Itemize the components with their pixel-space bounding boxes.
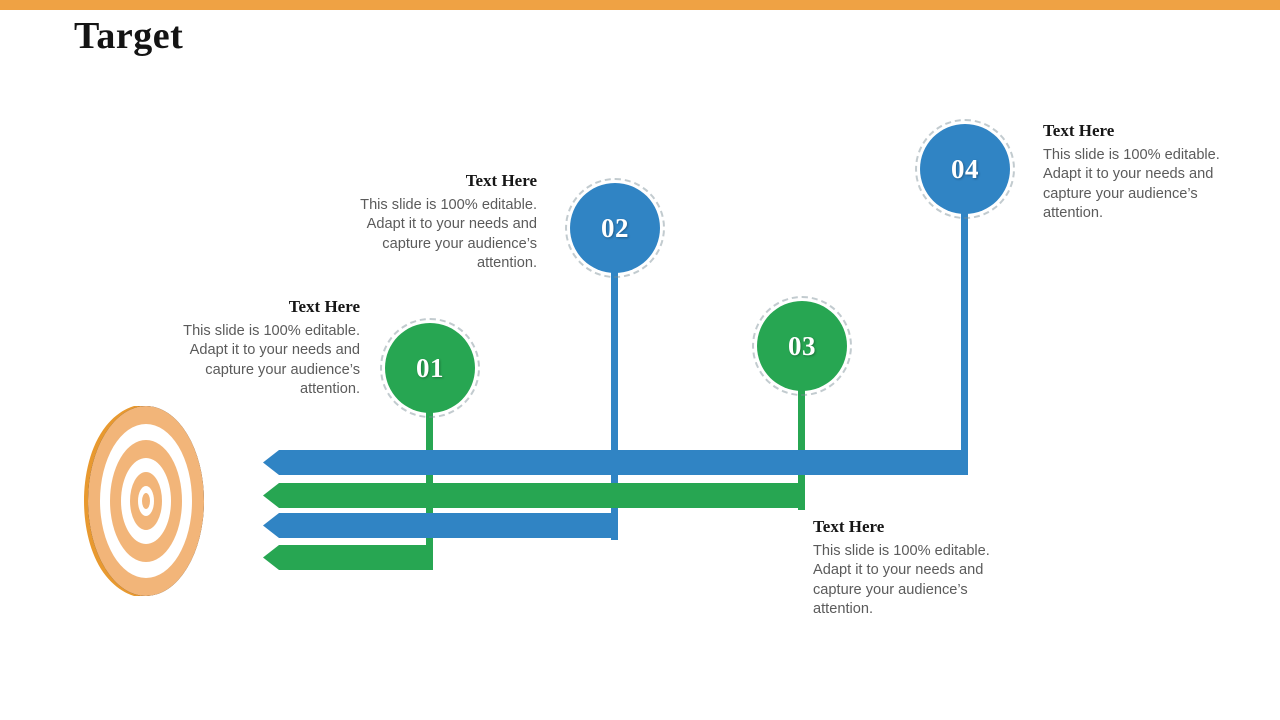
step-number-02: 02: [601, 212, 629, 243]
step-text-block-02: Text Here This slide is 100% editable. A…: [359, 170, 537, 274]
page-title: Target: [74, 15, 184, 57]
step-number-01: 01: [416, 352, 444, 383]
bullseye-target-icon: [66, 398, 226, 604]
step-number-03: 03: [788, 330, 816, 361]
connector-line-3: [798, 378, 805, 510]
arrow-bar-2: [263, 483, 804, 508]
arrow-bar-3: [263, 513, 618, 538]
connector-line-2: [611, 260, 618, 540]
step-node-03[interactable]: 03: [752, 296, 852, 396]
step-number-04: 04: [951, 153, 979, 184]
top-accent-bar: [0, 0, 1280, 10]
connector-line-4: [961, 200, 968, 475]
step-heading-01: Text Here: [288, 297, 360, 316]
step-heading-03: Text Here: [813, 517, 885, 536]
arrow-bar-1: [263, 450, 966, 475]
step-body-02: This slide is 100% editable. Adapt it to…: [360, 197, 537, 272]
step-node-01[interactable]: 01: [380, 318, 480, 418]
step-body-03: This slide is 100% editable. Adapt it to…: [813, 543, 990, 618]
step-heading-02: Text Here: [465, 171, 537, 190]
step-node-04[interactable]: 04: [915, 119, 1015, 219]
step-text-block-03: Text Here This slide is 100% editable. A…: [813, 516, 991, 620]
step-node-02[interactable]: 02: [565, 178, 665, 278]
step-body-04: This slide is 100% editable. Adapt it to…: [1043, 147, 1220, 222]
step-text-block-01: Text Here This slide is 100% editable. A…: [182, 296, 360, 400]
arrow-bar-4: [263, 545, 433, 570]
step-body-01: This slide is 100% editable. Adapt it to…: [183, 323, 360, 398]
step-text-block-04: Text Here This slide is 100% editable. A…: [1043, 120, 1221, 224]
step-heading-04: Text Here: [1043, 121, 1115, 140]
